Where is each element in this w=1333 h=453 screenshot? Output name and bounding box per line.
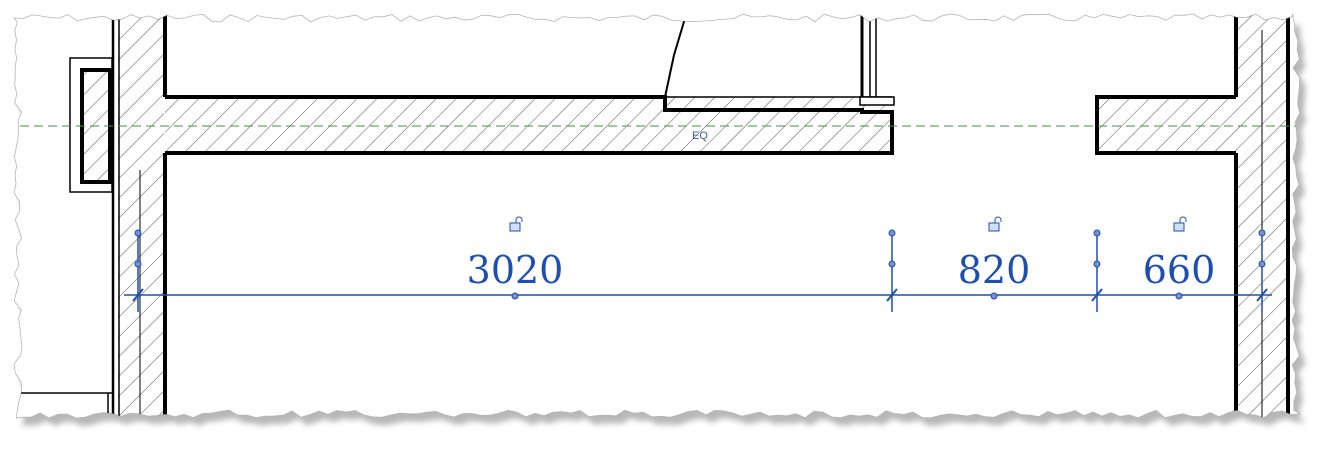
dimension-tick — [132, 288, 144, 302]
right-wall-stub-outline — [1095, 95, 1236, 155]
dimension-tick — [1256, 288, 1268, 302]
dimension-value[interactable]: 660 — [1143, 248, 1216, 292]
dimension-segment[interactable]: 820 — [958, 216, 1031, 300]
dimension-segment[interactable]: 660 — [1143, 216, 1216, 300]
dimension-text-grip[interactable] — [511, 292, 519, 300]
witness-grip[interactable] — [134, 260, 142, 268]
dimension-string[interactable]: 3020 820 660 — [124, 216, 1272, 312]
dimension-tick — [886, 288, 898, 302]
horizontal-wall[interactable] — [165, 97, 892, 153]
dimension-text-grip[interactable] — [990, 292, 998, 300]
witness-grip[interactable] — [888, 229, 896, 237]
horizontal-wall-outline — [165, 95, 894, 155]
right-wall-stub[interactable] — [1097, 97, 1237, 153]
witness-grip[interactable] — [1258, 229, 1266, 237]
padlock-unlocked-icon[interactable] — [988, 216, 1002, 232]
dimension-value[interactable]: 820 — [958, 248, 1031, 292]
dimension-segment[interactable]: 3020 — [467, 216, 564, 300]
door-threshold — [859, 96, 895, 106]
door-swing-line — [664, 14, 687, 98]
witness-grip[interactable] — [134, 229, 142, 237]
padlock-unlocked-icon[interactable] — [1173, 216, 1187, 232]
padlock-unlocked-icon[interactable] — [509, 216, 523, 232]
witness-grip[interactable] — [888, 260, 896, 268]
witness-grip[interactable] — [1093, 229, 1101, 237]
dimension-tick — [1091, 288, 1103, 302]
torn-paper — [13, 13, 1302, 419]
dimension-value[interactable]: 3020 — [467, 248, 564, 292]
witness-grip[interactable] — [1258, 260, 1266, 268]
left-wall[interactable] — [118, 0, 164, 453]
eq-label[interactable]: EQ — [692, 130, 708, 142]
dimension-text-grip[interactable] — [1175, 292, 1183, 300]
witness-grip[interactable] — [1093, 260, 1101, 268]
